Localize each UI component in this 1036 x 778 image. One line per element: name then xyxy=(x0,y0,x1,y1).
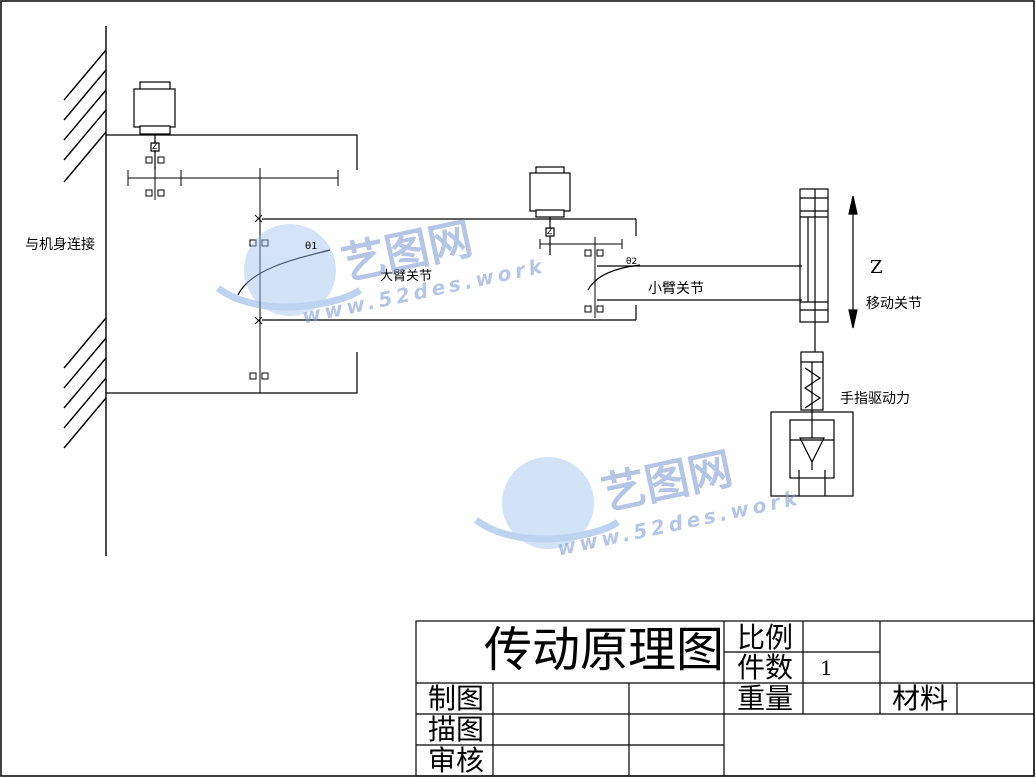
drawing-title: 传动原理图 xyxy=(484,622,725,678)
label-body-connection: 与机身连接 xyxy=(25,237,95,253)
watermark-globe-1 xyxy=(215,224,363,316)
weight-label: 重量 xyxy=(737,682,794,715)
shaft-1 xyxy=(127,150,339,200)
scale-label: 比例 xyxy=(737,621,794,654)
label-z-axis: Z xyxy=(870,257,883,278)
motor-2 xyxy=(529,166,571,255)
label-big-arm-joint: 大臂关节 xyxy=(380,269,433,284)
motor-1-z-label: Z xyxy=(152,142,158,151)
label-theta2: θ2 xyxy=(626,257,638,267)
material-label: 材料 xyxy=(892,682,949,715)
big-arm-axis xyxy=(249,168,269,393)
move-joint xyxy=(799,188,829,352)
finger-drive xyxy=(770,351,854,497)
base-frame xyxy=(106,134,358,394)
base-wall xyxy=(63,26,107,556)
count-label: 件数 xyxy=(737,651,794,684)
title-block-grid xyxy=(415,620,1035,777)
label-small-arm-joint: 小臂关节 xyxy=(648,281,704,297)
watermark-globe-2 xyxy=(473,457,621,549)
count-value: 1 xyxy=(820,656,833,680)
traced-by-label: 描图 xyxy=(428,713,485,746)
checked-by-label: 审核 xyxy=(428,744,485,777)
label-finger-drive: 手指驱动力 xyxy=(840,391,910,407)
small-arm xyxy=(587,264,802,301)
big-arm xyxy=(237,218,637,321)
motor-2-z-label: Z xyxy=(547,227,553,236)
z-arrow xyxy=(848,195,858,329)
drawn-by-label: 制图 xyxy=(428,682,485,715)
shaft-2 xyxy=(539,237,623,318)
label-theta1: θ1 xyxy=(305,241,318,252)
label-move-joint: 移动关节 xyxy=(866,296,922,312)
